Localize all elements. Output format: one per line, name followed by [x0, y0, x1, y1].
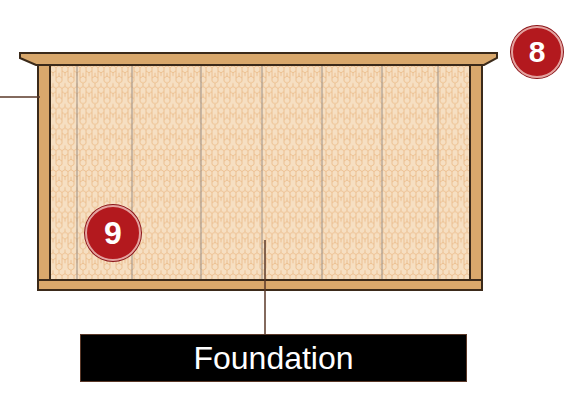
foundation-wires: [77, 66, 438, 279]
leader-line: [264, 240, 266, 334]
callout-text: 9: [104, 215, 122, 252]
callout-text: 8: [529, 35, 546, 69]
foundation-wire: [322, 66, 323, 279]
part-label: Foundation: [193, 340, 353, 377]
callout-number: 8: [511, 26, 563, 78]
top-bar: [20, 53, 497, 65]
label-box: Foundation: [80, 334, 467, 382]
top-bar-edge: [50, 64, 470, 66]
leader-line: [0, 96, 40, 98]
foundation-sheet: [50, 64, 470, 280]
foundation-wire: [77, 66, 78, 279]
foundation-wire: [438, 66, 439, 279]
foundation-wire: [201, 66, 202, 279]
side-bar: [470, 56, 482, 290]
bottom-bar: [38, 280, 482, 290]
foundation-wire: [382, 66, 383, 279]
side-bar: [38, 56, 50, 290]
foundation-wire: [262, 66, 263, 279]
callout-number: 9: [85, 205, 141, 261]
